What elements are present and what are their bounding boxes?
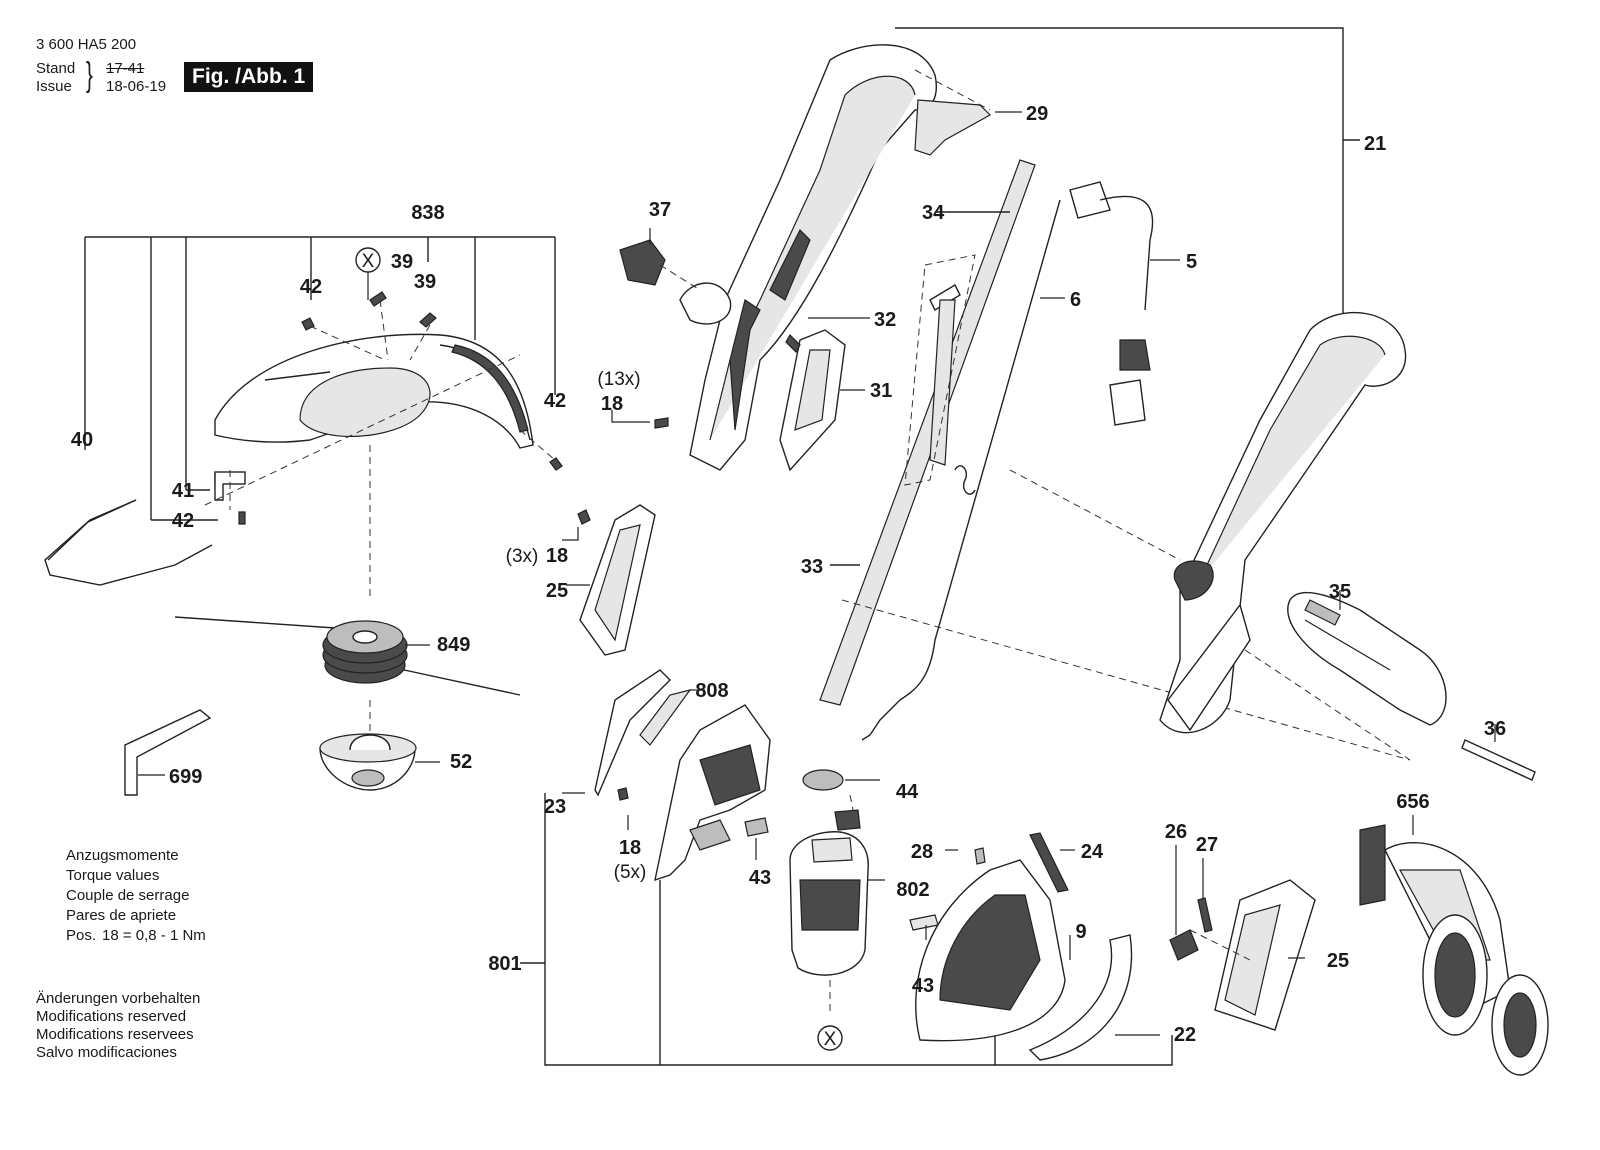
stand-label: Stand [36, 60, 76, 77]
callout-41: 41 [172, 480, 194, 502]
callout-36: 36 [1484, 718, 1506, 740]
motor-housing-801 [520, 669, 1173, 1066]
callout-5: 5 [1186, 251, 1197, 273]
torque-spec: Pos. 18 = 0,8 - 1 Nm [66, 926, 206, 946]
pos-label: Pos. [66, 927, 97, 944]
callout-18-top: 18 [601, 393, 623, 415]
callout-42-bottom: 42 [172, 510, 194, 532]
bail-handle-40 [44, 499, 213, 586]
callout-24: 24 [1081, 841, 1104, 863]
grip-31-32 [779, 317, 870, 472]
callout-22: 22 [1174, 1024, 1196, 1046]
housing-25-left [562, 504, 656, 656]
stand-value: 17-41 [106, 60, 145, 77]
modifications-note: Änderungen vorbehalten Modifications res… [36, 990, 200, 1062]
motor-802: X [789, 769, 885, 1051]
callout-21: 21 [1364, 133, 1386, 155]
callout-849: 849 [437, 634, 470, 656]
torque-line: Couple de serrage [66, 887, 190, 904]
spool-849 [174, 616, 521, 696]
cable-5-6 [861, 181, 1180, 741]
callout-801: 801 [488, 953, 521, 975]
torque-line: Torque values [66, 867, 160, 884]
upper-handle-group [611, 44, 1022, 471]
callout-6: 6 [1070, 289, 1081, 311]
guard-assembly-838: X [84, 236, 563, 745]
callout-25-right: 25 [1327, 950, 1349, 972]
modifications-line: Modifications reservees [36, 1026, 194, 1043]
callout-23: 23 [544, 796, 566, 818]
callout-43-right: 43 [912, 975, 934, 997]
callout-40: 40 [71, 429, 93, 451]
spool-cap-52 [319, 733, 440, 791]
callout-29: 29 [1026, 103, 1048, 125]
modifications-line: Modifications reserved [36, 1008, 187, 1025]
callout-33: 33 [801, 556, 823, 578]
hex-key-699 [124, 709, 212, 796]
callout-9: 9 [1075, 921, 1086, 943]
qty-13x: (13x) [597, 369, 640, 390]
issue-value: 18-06-19 [106, 78, 167, 95]
callout-x-top: X [362, 251, 375, 272]
torque-line: Pares de apriete [66, 907, 177, 924]
callout-808: 808 [695, 680, 728, 702]
document-header: 3 600 HA5 200 Stand Issue } 17-41 18-06-… [36, 36, 396, 106]
callout-52: 52 [450, 751, 472, 773]
callout-35: 35 [1329, 581, 1351, 603]
qty-3x: (3x) [506, 546, 539, 567]
issue-label: Issue [36, 78, 72, 95]
callout-26: 26 [1165, 821, 1187, 843]
modifications-line: Änderungen vorbehalten [36, 990, 201, 1007]
wheel-kit-656 [1359, 815, 1549, 1076]
callout-42-right: 42 [544, 390, 566, 412]
callout-28: 28 [911, 841, 933, 863]
housing-25-right [1169, 845, 1316, 1031]
callout-37: 37 [649, 199, 671, 221]
modifications-line: Salvo modificaciones [36, 1044, 177, 1061]
aux-handle-21 [895, 27, 1407, 734]
shaft-33-34 [819, 159, 1411, 761]
callout-43-left: 43 [749, 867, 771, 889]
callout-x-bottom: X [824, 1029, 837, 1050]
qty-5x: (5x) [614, 862, 647, 883]
torque-note: Anzugsmomente Torque values Couple de se… [66, 846, 206, 946]
callout-18-bottom: 18 [619, 837, 641, 859]
callout-25-left: 25 [546, 580, 568, 602]
callout-39-left: 39 [391, 251, 413, 273]
callout-31: 31 [870, 380, 892, 402]
callout-39-right: 39 [414, 271, 436, 293]
front-housing-22 [909, 832, 1160, 1061]
pos-value: 18 = 0,8 - 1 Nm [102, 927, 206, 944]
callout-44: 44 [896, 781, 919, 803]
callout-42-top: 42 [300, 276, 322, 298]
figure-badge: Fig. /Abb. 1 [184, 62, 314, 92]
callout-699: 699 [169, 766, 202, 788]
torque-line: Anzugsmomente [66, 847, 179, 864]
callout-802: 802 [896, 879, 929, 901]
callout-838: 838 [411, 202, 444, 224]
brace-glyph: } [86, 56, 93, 94]
callout-34: 34 [922, 202, 945, 224]
callout-18-mid: 18 [546, 545, 568, 567]
callout-27: 27 [1196, 834, 1218, 856]
callout-656: 656 [1396, 791, 1429, 813]
grip-35-36 [1244, 590, 1536, 781]
doc-number: 3 600 HA5 200 [36, 36, 137, 53]
callout-32: 32 [874, 309, 896, 331]
